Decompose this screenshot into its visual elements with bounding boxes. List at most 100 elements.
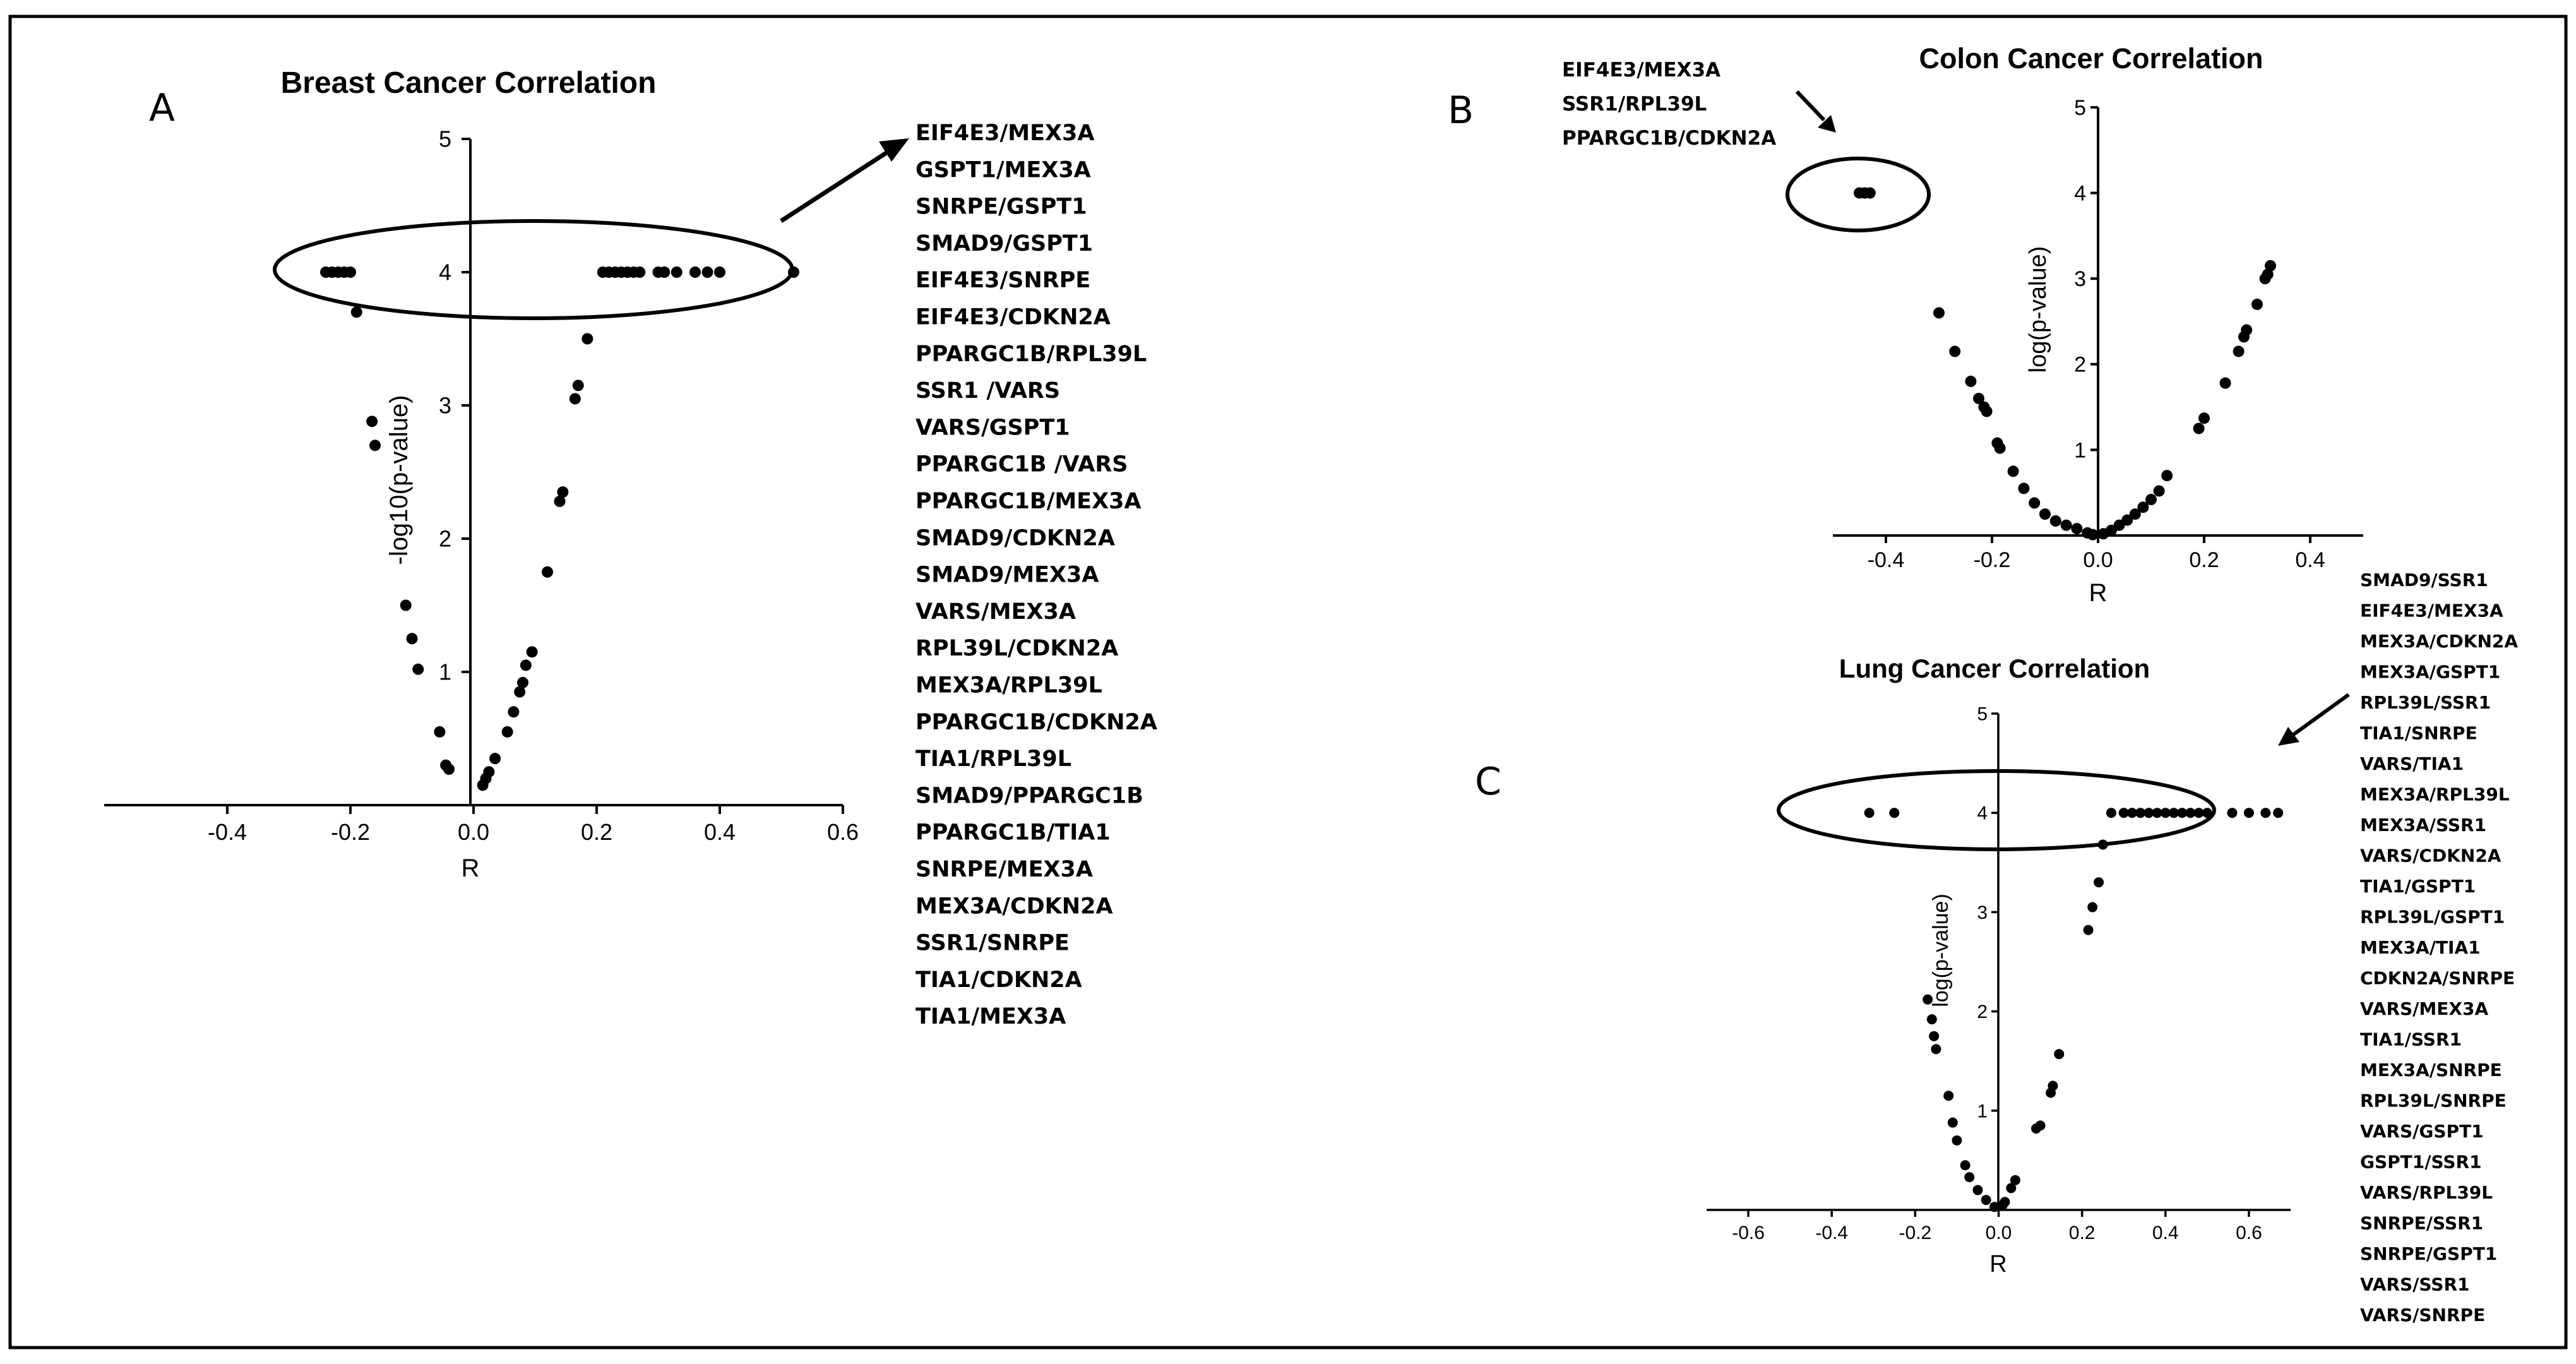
lung-data-point <box>2135 808 2146 818</box>
lung-data-point <box>2054 1049 2065 1060</box>
colon-data-point <box>2193 422 2205 434</box>
lung-pair-label: RPL39L/SSR1 <box>2360 692 2491 713</box>
colon-data-point <box>2007 465 2019 477</box>
lung-data-point <box>1998 1200 2008 1211</box>
lung-highlight-ellipse <box>1777 769 2216 851</box>
lung-data-point <box>1960 1160 1971 1171</box>
breast-pair-label: VARS/GSPT1 <box>915 415 1070 440</box>
breast-y-axis-label: -log10(p-value) <box>385 395 413 565</box>
breast-pair-label: SSR1 /VARS <box>915 378 1060 404</box>
colon-data-point <box>2198 412 2210 424</box>
lung-x-tick-label: 0.2 <box>2069 1223 2096 1243</box>
colon-pair-label: PPARGC1B/CDKN2A <box>1562 127 1776 150</box>
breast-data-point <box>434 726 446 738</box>
colon-data-point <box>2049 515 2061 527</box>
lung-data-point <box>2087 902 2098 912</box>
breast-pair-label: TIA1/MEX3A <box>915 1004 1066 1029</box>
breast-pair-label: EIF4E3/MEX3A <box>915 121 1094 146</box>
lung-data-point <box>2106 808 2116 818</box>
breast-data-point <box>569 393 581 405</box>
breast-pair-label: GSPT1/MEX3A <box>915 157 1091 182</box>
colon-data-point <box>2137 501 2149 513</box>
figure-border <box>8 15 2568 1349</box>
lung-data-point <box>2227 808 2238 818</box>
lung-data-point <box>2030 1123 2041 1134</box>
breast-data-point <box>443 763 455 775</box>
panel-label-c: C <box>1475 760 1501 804</box>
breast-pair-label: MEX3A/CDKN2A <box>915 894 1113 919</box>
colon-y-tick-label: 1 <box>2074 438 2086 462</box>
breast-pair-label: TIA1/RPL39L <box>915 746 1071 772</box>
lung-pointer-arrow <box>2291 693 2350 738</box>
colon-pair-list: EIF4E3/MEX3A SSR1/RPL39L PPARGC1B/CDKN2A <box>1562 59 1776 150</box>
lung-pair-label: SNRPE/GSPT1 <box>2360 1243 2497 1264</box>
lung-data-point <box>1943 1091 1954 1101</box>
colon-data-point <box>1949 345 1961 357</box>
lung-pair-label: GSPT1/SSR1 <box>2360 1152 2482 1173</box>
lung-pair-label: VARS/TIA1 <box>2360 753 2464 774</box>
breast-pair-label: SMAD9/GSPT1 <box>915 231 1093 256</box>
lung-data-point <box>2126 808 2137 818</box>
breast-pair-label: RPL39L/CDKN2A <box>915 636 1118 661</box>
lung-x-tick-label: 0.6 <box>2236 1223 2262 1243</box>
breast-pair-label: PPARGC1B /VARS <box>915 452 1128 477</box>
lung-data-point <box>2094 877 2104 888</box>
colon-data-point <box>2129 508 2141 520</box>
lung-data-point <box>1929 1031 1940 1041</box>
colon-x-axis-label: R <box>2089 579 2108 607</box>
lung-data-point <box>2160 808 2171 818</box>
lung-pair-label: VARS/RPL39L <box>2360 1182 2493 1203</box>
breast-pair-label: SNRPE/MEX3A <box>915 857 1093 882</box>
panel-label-a: A <box>149 86 175 130</box>
breast-data-point <box>406 633 418 645</box>
lung-data-point <box>1981 1195 1991 1205</box>
lung-data-point <box>1923 994 1933 1005</box>
colon-data-point <box>2121 514 2133 526</box>
colon-pair-label: SSR1/RPL39L <box>1562 93 1707 116</box>
lung-data-point <box>1931 1044 1941 1055</box>
breast-y-tick-label: 2 <box>439 526 451 552</box>
lung-pair-label: SNRPE/SSR1 <box>2360 1213 2483 1234</box>
breast-pair-label: SSR1/SNRPE <box>915 931 1070 956</box>
colon-data-point <box>2219 377 2231 389</box>
lung-pair-label: MEX3A/SSR1 <box>2360 815 2486 835</box>
breast-x-tick-label: 0.0 <box>458 819 489 845</box>
colon-x-tick-label: -0.2 <box>1974 548 2011 572</box>
breast-x-tick-label: -0.4 <box>208 819 247 845</box>
breast-data-point <box>489 753 501 765</box>
lung-data-point <box>2177 808 2188 818</box>
breast-data-point <box>659 266 671 278</box>
breast-data-point <box>369 440 381 452</box>
lung-y-tick-label: 2 <box>1977 1002 1988 1022</box>
breast-pair-list: EIF4E3/MEX3AGSPT1/MEX3ASNRPE/GSPT1SMAD9/… <box>915 121 1157 1029</box>
lung-pair-label: MEX3A/TIA1 <box>2360 937 2481 958</box>
lung-data-point <box>2273 808 2284 818</box>
breast-pair-label: EIF4E3/SNRPE <box>915 268 1090 293</box>
colon-data-point <box>2145 494 2157 506</box>
colon-y-tick-label: 2 <box>2074 353 2086 377</box>
breast-data-point <box>508 706 520 718</box>
colon-data-point <box>2161 470 2173 482</box>
colon-pair-label: EIF4E3/MEX3A <box>1562 59 1720 81</box>
breast-data-point <box>634 266 646 278</box>
breast-pair-label: VARS/MEX3A <box>915 599 1076 625</box>
colon-data-point <box>2071 523 2083 535</box>
breast-data-point <box>526 646 538 658</box>
breast-pair-label: PPARGC1B/CDKN2A <box>915 710 1157 735</box>
lung-data-point <box>2169 808 2179 818</box>
breast-data-point <box>517 676 528 688</box>
lung-pair-label: VARS/SSR1 <box>2360 1274 2470 1295</box>
breast-y-tick-label: 5 <box>439 126 451 152</box>
lung-data-point <box>2202 808 2212 818</box>
breast-pair-label: EIF4E3/CDKN2A <box>915 305 1111 330</box>
breast-y-tick-label: 3 <box>439 393 451 419</box>
colon-x-tick-label: 0.2 <box>2189 548 2219 572</box>
lung-y-tick-label: 5 <box>1977 704 1988 725</box>
colon-data-point <box>1994 442 2006 454</box>
colon-data-point <box>2153 485 2165 497</box>
lung-pair-label: MEX3A/SNRPE <box>2360 1060 2502 1080</box>
lung-pair-label: RPL39L/SNRPE <box>2360 1091 2507 1111</box>
breast-pair-label: SMAD9/CDKN2A <box>915 525 1115 551</box>
